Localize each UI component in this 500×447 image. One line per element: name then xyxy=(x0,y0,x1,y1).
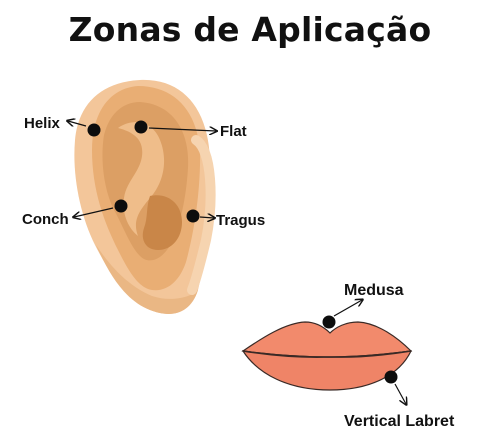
label-medusa: Medusa xyxy=(344,282,404,299)
marker-conch xyxy=(114,199,128,213)
marker-helix xyxy=(87,123,101,137)
arrow-vertical-labret xyxy=(394,383,406,404)
lip-line xyxy=(242,350,412,358)
marker-medusa xyxy=(322,315,336,329)
label-tragus: Tragus xyxy=(216,212,265,229)
arrow-medusa xyxy=(333,300,362,317)
arrow-tragus xyxy=(199,217,214,218)
arrow-conch xyxy=(74,207,114,217)
ear-antihelix xyxy=(118,122,165,236)
ear-lobe xyxy=(96,245,198,314)
label-helix: Helix xyxy=(24,115,61,132)
marker-flat xyxy=(134,120,148,134)
lips-illustration xyxy=(241,321,413,391)
page-title: Zonas de Aplicação xyxy=(68,10,432,49)
label-vertical-labret: Vertical Labret xyxy=(344,413,455,430)
label-conch: Conch xyxy=(22,211,69,228)
arrow-flat xyxy=(148,128,216,131)
label-flat: Flat xyxy=(220,123,247,140)
marker-tragus xyxy=(186,209,200,223)
ear-conch xyxy=(142,195,182,250)
marker-vertical-labret xyxy=(384,370,398,384)
ear-illustration xyxy=(74,79,216,314)
arrow-helix xyxy=(68,121,87,126)
ear-face-edge xyxy=(187,135,216,295)
